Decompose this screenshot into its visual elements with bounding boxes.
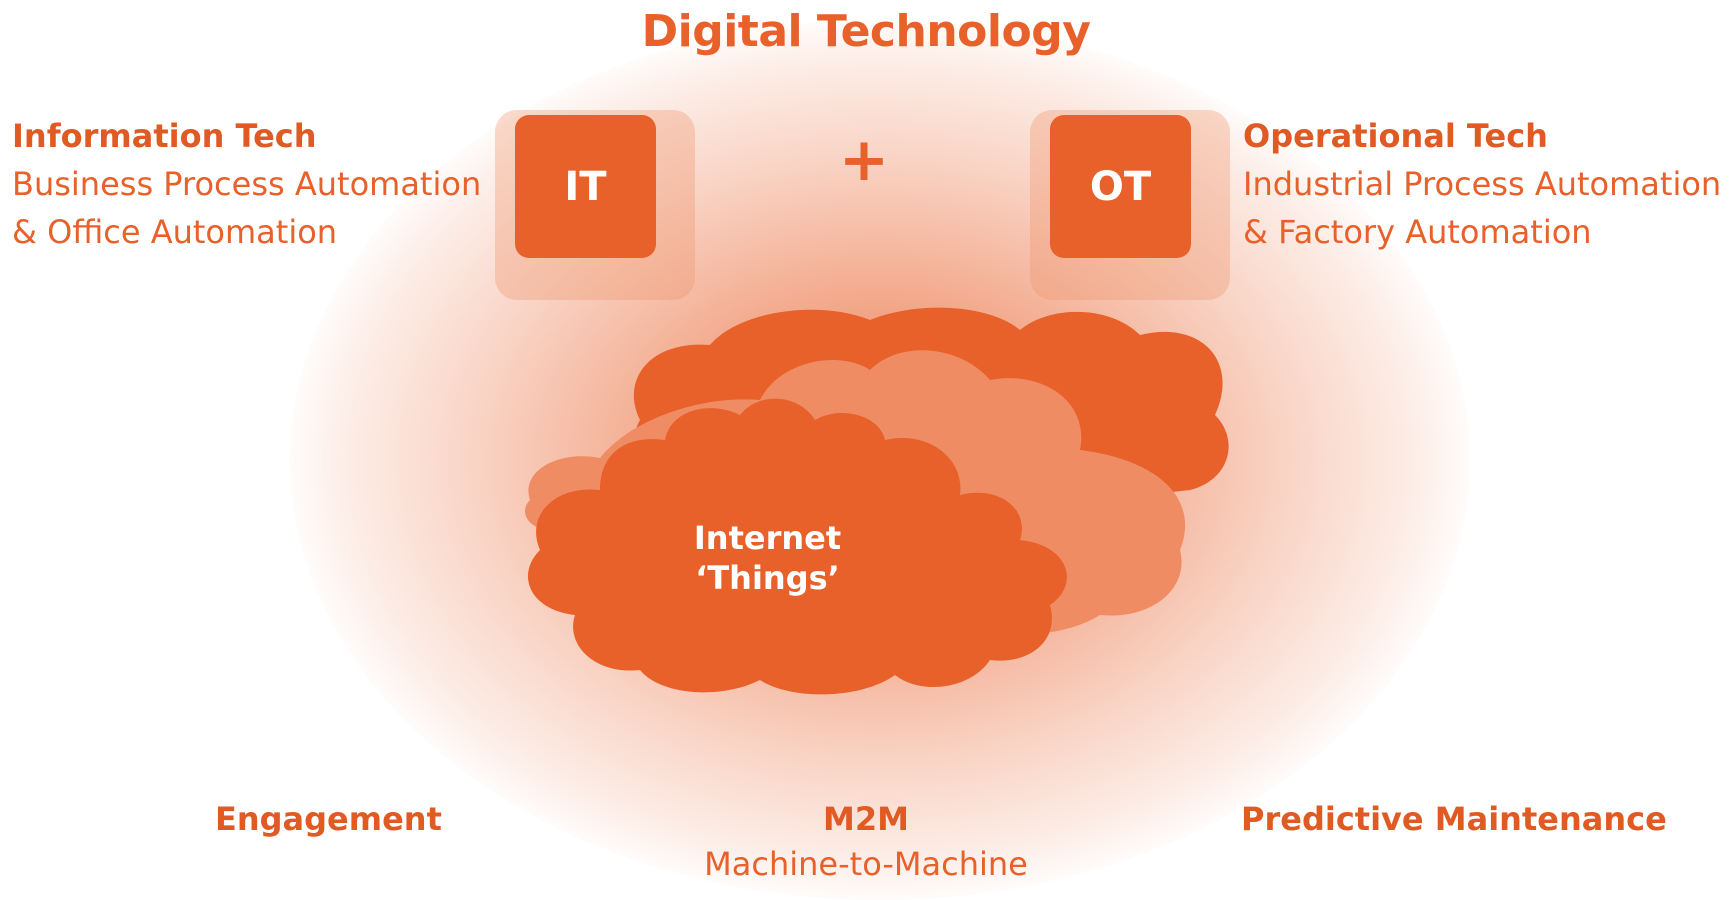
information-tech-heading: Information Tech bbox=[12, 117, 317, 155]
operational-tech-line2: & Factory Automation bbox=[1243, 213, 1592, 251]
cloud-label: Internet ‘Things’ bbox=[640, 518, 895, 598]
cloud-front-dark bbox=[527, 398, 1067, 695]
m2m-label: M2M bbox=[823, 800, 909, 838]
information-tech-line2: & Office Automation bbox=[12, 213, 338, 251]
operational-tech-block: Operational Tech Industrial Process Auto… bbox=[1243, 112, 1721, 256]
information-tech-block: Information Tech Business Process Automa… bbox=[12, 112, 481, 256]
operational-tech-line1: Industrial Process Automation bbox=[1243, 165, 1722, 203]
m2m-sublabel: Machine-to-Machine bbox=[704, 845, 1028, 883]
information-tech-line1: Business Process Automation bbox=[12, 165, 482, 203]
cloud-label-line1: Internet bbox=[693, 519, 842, 557]
predictive-maintenance-label: Predictive Maintenance bbox=[1241, 800, 1667, 838]
ot-box: OT bbox=[1050, 115, 1191, 258]
cloud-label-line2: ‘Things’ bbox=[695, 559, 840, 597]
operational-tech-heading: Operational Tech bbox=[1243, 117, 1548, 155]
plus-sign: + bbox=[838, 125, 890, 195]
engagement-label: Engagement bbox=[215, 800, 442, 838]
it-box: IT bbox=[515, 115, 656, 258]
diagram-title: Digital Technology bbox=[641, 6, 1091, 57]
